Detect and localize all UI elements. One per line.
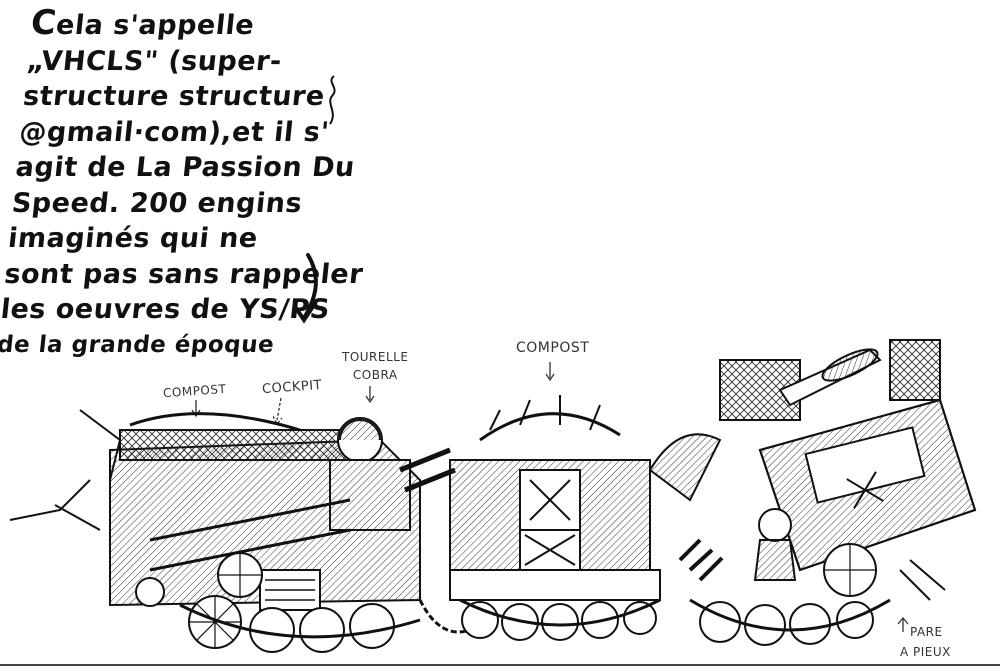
left-tank-vehicle [9,409,456,653]
intro-line-2: „VHCLS" (super- [25,45,284,77]
intro-line-8: sont pas sans rappeler [2,258,365,290]
label-tourelle: TOURELLE [342,350,409,364]
vehicle-train-illustration [0,339,1000,666]
arrow-up-icon [897,616,909,632]
arrow-down-icon [191,400,201,418]
arrow-down-icon [545,362,555,382]
label-pare-a-pieux: PARE A PIEUX [900,622,951,662]
intro-line-3: structure structure [21,81,327,112]
arrow-down-icon [273,398,283,426]
label-cobra: COBRA [352,368,398,382]
intro-line-6: Speed. 200 engins [10,187,304,219]
intro-line-1: Cela s'appelle [28,3,256,43]
squiggle-icon [329,75,336,125]
middle-cab-vehicle [449,395,661,641]
intro-line-5: agit de La Passion Du [14,152,357,183]
label-pare: PARE [910,625,943,639]
label-a-pieux: A PIEUX [900,645,951,659]
curved-arrow-icon [294,253,318,324]
label-compost-center: COMPOST [516,340,590,356]
arrow-down-icon [365,386,375,404]
label-tourelle-cobra: TOURELLE COBRA [342,348,408,384]
intro-line-4: @gmail·com),et il s' [17,116,331,148]
right-rocket-vehicle [648,339,977,646]
intro-line-9: les oeuvres de YS/PS [0,294,332,325]
